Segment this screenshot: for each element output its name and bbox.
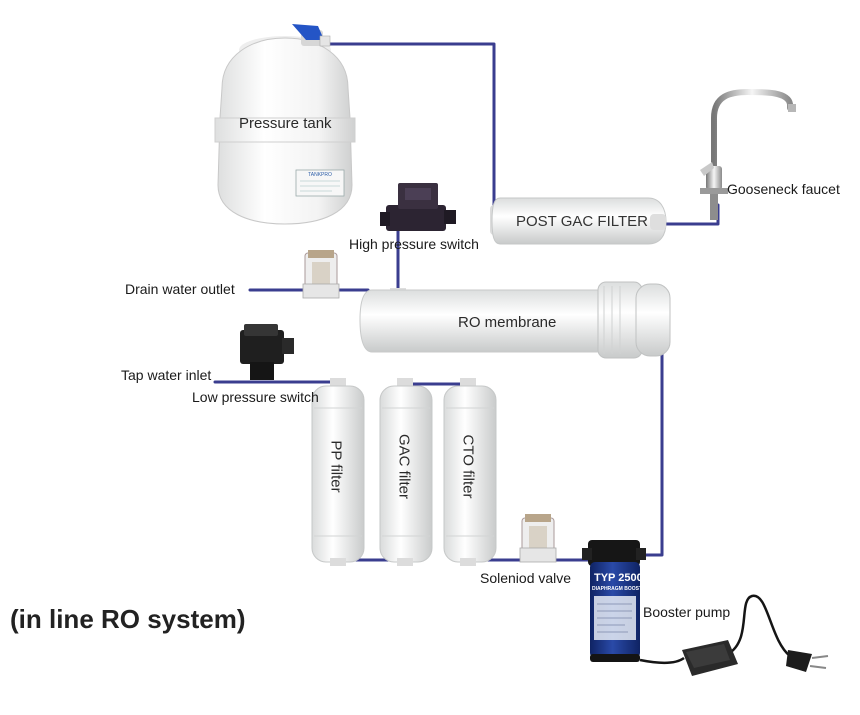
gac-filter xyxy=(379,378,433,566)
solenoid-valve-label: Soleniod valve xyxy=(480,570,572,586)
pipe-membrane-to-pump xyxy=(638,338,664,557)
drain-water-outlet-label: Drain water outlet xyxy=(125,281,235,297)
high-pressure-switch-icon xyxy=(380,183,456,231)
tank-brand-sticker xyxy=(295,169,345,197)
system-title: (in line RO system) xyxy=(10,604,246,634)
pipe-tank-to-post-gac xyxy=(320,42,496,220)
low-pressure-switch-label: Low pressure switch xyxy=(192,389,319,405)
power-adapter-icon xyxy=(639,594,829,676)
pressure-tank-label: Pressure tank xyxy=(239,115,332,132)
ro-membrane xyxy=(359,281,671,359)
tank-brand-text: TANKPRO xyxy=(308,172,332,178)
pp-filter xyxy=(311,378,365,566)
booster-pump xyxy=(582,540,646,662)
low-pressure-switch-icon xyxy=(240,324,294,380)
high-pressure-switch-label: High pressure switch xyxy=(349,236,479,252)
cto-filter xyxy=(443,378,497,566)
solenoid-valve-icon xyxy=(519,514,557,563)
tank-valve-icon xyxy=(292,24,331,47)
drain-valve-icon xyxy=(302,250,340,299)
gooseneck-faucet-icon xyxy=(700,88,796,220)
tap-water-inlet-label: Tap water inlet xyxy=(121,367,212,383)
booster-pump-label: Booster pump xyxy=(643,604,731,620)
pp-filter-label: PP filter xyxy=(327,440,345,493)
pump-type-text: DIAPHRAGM BOOSTER PUMP xyxy=(592,586,665,592)
post-gac-filter xyxy=(490,197,667,245)
pressure-tank: TANKPRO xyxy=(214,24,356,225)
post-gac-filter-label: POST GAC FILTER xyxy=(516,213,648,230)
cto-filter-label: CTO filter xyxy=(459,434,477,499)
ro-membrane-label: RO membrane xyxy=(458,314,557,331)
gooseneck-faucet-label: Gooseneck faucet xyxy=(727,181,840,197)
pump-model-text: TYP 2500 xyxy=(594,572,643,584)
gac-filter-label: GAC filter xyxy=(395,433,413,499)
